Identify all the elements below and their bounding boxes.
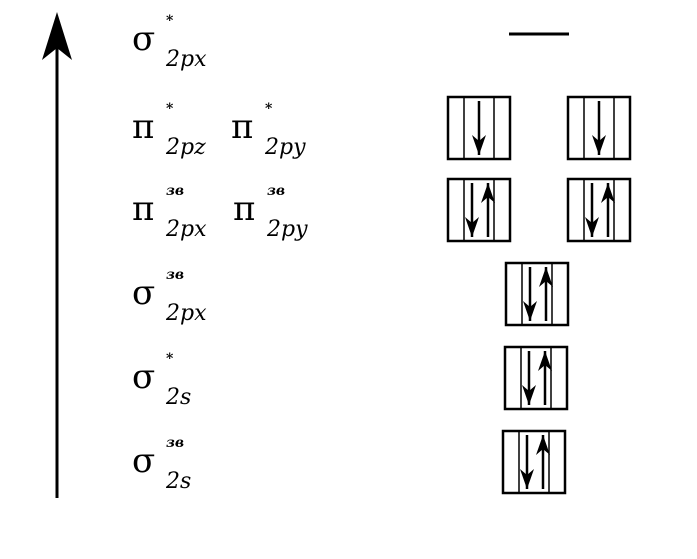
- orbital-box-pi-bonding-2px-2py-1: [566, 177, 632, 243]
- orbital-superscript: зв: [267, 183, 285, 199]
- electron-down-arrow-icon: [585, 183, 599, 237]
- orbital-symbol: π: [231, 107, 253, 147]
- orbital-symbol: π: [132, 107, 154, 147]
- orbital-boxes: [446, 32, 632, 495]
- orbital-subscript: 2px: [165, 47, 207, 72]
- orbital-symbol: σ: [132, 357, 155, 397]
- orbital-label-sigma-star-2px-0: σ: [132, 19, 155, 59]
- orbital-superscript: зв: [166, 183, 184, 199]
- orbital-box-pi-star-2pz-2py-0: [446, 95, 512, 161]
- orbital-label-pi-star-2pz-2py-1: π: [231, 107, 253, 147]
- electron-down-arrow-icon: [522, 351, 536, 405]
- orbital-label-pi-star-2pz-2py-0: π: [132, 107, 154, 147]
- orbital-label-sigma-bonding-2s-0: σ: [132, 441, 155, 481]
- orbital-label-sigma-star-2s-0: σ: [132, 357, 155, 397]
- orbital-box-pi-bonding-2px-2py-0: [446, 177, 512, 243]
- orbital-label-pi-bonding-2px-2py-0: π: [132, 189, 154, 229]
- electron-up-arrow-icon: [481, 183, 495, 237]
- orbital-label-pi-bonding-2px-2py-1: π: [233, 189, 255, 229]
- orbital-subscript: 2s: [165, 469, 191, 494]
- energy-axis: [42, 12, 72, 498]
- electron-up-arrow-icon: [539, 267, 553, 321]
- electron-down-arrow-icon: [592, 101, 606, 155]
- electron-down-arrow-icon: [465, 183, 479, 237]
- orbital-symbol: σ: [132, 273, 155, 313]
- orbital-box-sigma-star-2s-0: [503, 345, 569, 411]
- orbital-superscript: зв: [166, 435, 184, 451]
- orbital-subscript: 2px: [165, 301, 207, 326]
- electron-down-arrow-icon: [523, 267, 537, 321]
- orbital-symbol: π: [132, 189, 154, 229]
- electron-down-arrow-icon: [472, 101, 486, 155]
- energy-arrow-icon: [42, 12, 72, 60]
- orbital-superscript: *: [265, 101, 273, 117]
- orbital-superscript: зв: [166, 267, 184, 283]
- electron-up-arrow-icon: [601, 183, 615, 237]
- orbital-box-sigma-bonding-2s-0: [501, 429, 567, 495]
- electron-up-arrow-icon: [538, 351, 552, 405]
- orbital-subscript: 2px: [165, 217, 207, 242]
- orbital-subscript: 2pz: [165, 135, 206, 160]
- orbital-symbol: π: [233, 189, 255, 229]
- orbital-box-sigma-bonding-2px-0: [504, 261, 570, 327]
- orbital-subscript: 2s: [165, 385, 191, 410]
- orbital-superscript: *: [166, 351, 174, 367]
- orbital-label-sigma-bonding-2px-0: σ: [132, 273, 155, 313]
- electron-up-arrow-icon: [536, 435, 550, 489]
- electron-down-arrow-icon: [520, 435, 534, 489]
- orbital-box-pi-star-2pz-2py-1: [566, 95, 632, 161]
- orbital-subscript: 2py: [264, 135, 306, 160]
- orbital-symbol: σ: [132, 19, 155, 59]
- orbital-symbol: σ: [132, 441, 155, 481]
- orbital-superscript: *: [166, 13, 174, 29]
- orbital-subscript: 2py: [266, 217, 308, 242]
- orbital-superscript: *: [166, 101, 174, 117]
